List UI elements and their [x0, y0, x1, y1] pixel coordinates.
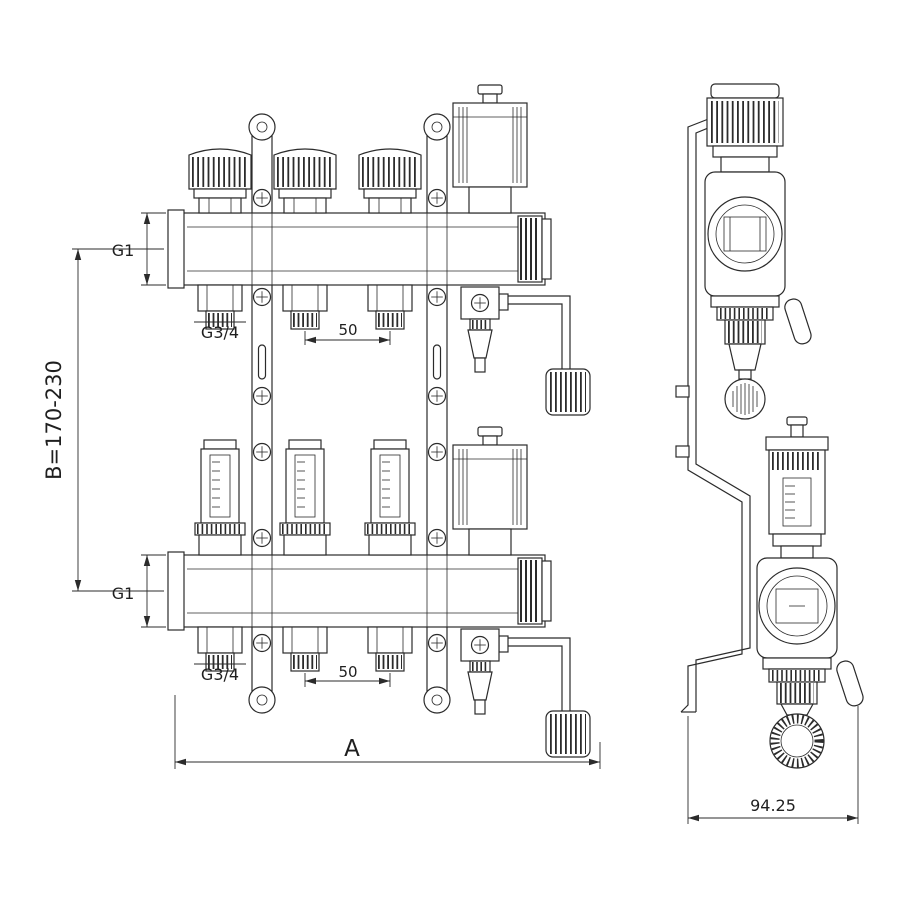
dimension-overall-width: A: [174, 695, 601, 769]
dimension-g1-bottom: G1: [112, 554, 166, 628]
strap-slot: [432, 344, 442, 380]
air-vent-top: [452, 84, 528, 214]
side-view-top-valve: [704, 83, 812, 420]
dimension-g1-top: G1: [112, 212, 166, 286]
dim-label-g34-bottom: G3/4: [201, 665, 239, 684]
mounting-ear: [423, 113, 451, 141]
dim-label-spacing-bottom: 50: [338, 663, 357, 681]
dim-label-g1-bottom: G1: [112, 584, 135, 603]
drain-valve-bottom: [461, 629, 590, 757]
mounting-ear: [248, 686, 276, 714]
dim-label-side-depth: 94.25: [750, 796, 796, 815]
flow-meter: [280, 440, 330, 555]
outlet-union: [368, 285, 412, 329]
air-vent-bottom: [452, 426, 528, 556]
side-view: 94.25: [675, 83, 864, 824]
dim-label-overall-width: A: [344, 736, 360, 762]
outlet-union: [368, 627, 412, 671]
dimension-g34-top: G3/4: [194, 321, 246, 342]
side-view-bottom-valve: [756, 416, 864, 769]
outlet-union: [283, 285, 327, 329]
strap-slot: [257, 344, 267, 380]
mounting-ear: [423, 686, 451, 714]
dimension-b-range: B=170-230: [42, 248, 164, 592]
flow-meter: [365, 440, 415, 555]
dim-label-spacing-top: 50: [338, 321, 357, 339]
drain-valve-top: [461, 287, 590, 415]
dimension-spacing-top: 50: [304, 321, 391, 345]
valve-actuator: [359, 149, 421, 213]
dim-label-g34-top: G3/4: [201, 323, 239, 342]
wall-mounting-bracket: [675, 117, 751, 713]
flow-meter: [195, 440, 245, 555]
top-manifold-bar: [168, 210, 551, 288]
valve-actuator: [274, 149, 336, 213]
dim-label-g1-top: G1: [112, 241, 135, 260]
dimension-side-depth: 94.25: [687, 706, 859, 824]
dimension-g34-bottom: G3/4: [194, 663, 246, 684]
dim-label-b-range: B=170-230: [42, 360, 66, 480]
outlet-union: [283, 627, 327, 671]
front-view: B=170-230 G1 G1 G3/4 50 G3/4 50 A: [42, 84, 601, 769]
mounting-ear: [248, 113, 276, 141]
bottom-manifold-bar: [168, 552, 551, 630]
dimension-spacing-bottom: 50: [304, 663, 391, 687]
strap-clamp-lines: [251, 213, 448, 627]
valve-actuator: [189, 149, 251, 213]
